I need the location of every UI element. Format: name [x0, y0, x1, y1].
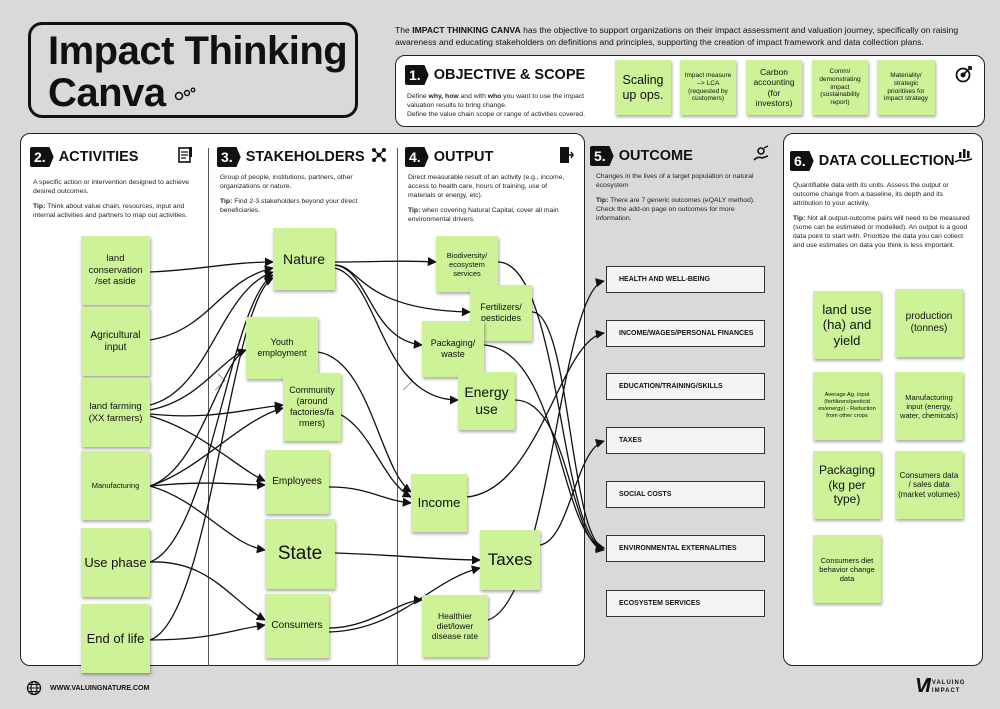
- intro-text: The IMPACT THINKING CANVA has the object…: [395, 25, 959, 47]
- brand-logo: VI VALUING IMPACT: [915, 675, 965, 698]
- stakeholders-header: 3. STAKEHOLDERS: [217, 147, 365, 167]
- data-note: production (tonnes): [895, 289, 963, 357]
- section-label: OBJECTIVE & SCOPE: [433, 67, 586, 83]
- brand-mark: VI: [915, 675, 931, 697]
- data-note: Packaging (kg per type): [813, 451, 881, 519]
- data-note: land use (ha) and yield: [813, 291, 881, 359]
- stakeholder-note: Youth employment: [246, 317, 318, 379]
- activity-note: land conservation /set aside: [81, 236, 150, 305]
- exit-door-icon: [558, 146, 574, 167]
- section-number: 4.: [405, 147, 429, 167]
- section-number: 5.: [590, 146, 614, 166]
- outcome-item: EDUCATION/TRAINING/SKILLS: [606, 373, 765, 400]
- section-number: 3.: [217, 147, 241, 167]
- output-note: Healthier diet/lower disease rate: [422, 595, 488, 657]
- section-label: ACTIVITIES: [58, 149, 139, 165]
- objective-header: 1. OBJECTIVE & SCOPE: [405, 65, 585, 85]
- stakeholder-note: Community (around factories/fa rmers): [283, 373, 341, 441]
- outcome-item: TAXES: [606, 427, 765, 454]
- page-title: Impact Thinking Canva: [48, 29, 348, 115]
- stakeholder-note: Nature: [273, 228, 335, 290]
- title-frame: [28, 22, 358, 118]
- activity-note: land farming (XX farmers): [81, 378, 150, 447]
- data-note: Consumers diet behavior change data: [813, 535, 881, 603]
- outcome-item: INCOME/WAGES/PERSONAL FINANCES: [606, 320, 765, 347]
- outcome-header: 5. OUTCOME: [590, 146, 693, 166]
- objective-description: Define why, how and with who you want to…: [407, 93, 585, 118]
- activities-header: 2. ACTIVITIES: [30, 147, 138, 167]
- output-description: Direct measurable result of an activity …: [408, 174, 565, 223]
- section-label: OUTCOME: [618, 148, 693, 164]
- stakeholders-description: Group of people, institutions, partners,…: [220, 174, 358, 214]
- target-icon: [955, 65, 973, 88]
- brand-line-1: VALUING: [931, 679, 966, 686]
- growth-hand-icon: [752, 145, 772, 168]
- title-line-1: Impact Thinking: [48, 29, 348, 73]
- title-line-2: Canva: [48, 71, 166, 115]
- clipboard-icon: [177, 146, 193, 167]
- objective-note: Impact measure --> LCA (requested by cus…: [680, 60, 736, 115]
- objective-note: Materiality/ strategic prioritises for i…: [877, 60, 935, 115]
- output-header: 4. OUTPUT: [405, 147, 493, 167]
- activity-note: End of life: [81, 604, 150, 673]
- outcome-item: SOCIAL COSTS: [606, 481, 765, 508]
- output-note: Income: [411, 474, 467, 532]
- activity-note: Use phase: [81, 528, 150, 597]
- section-label: STAKEHOLDERS: [245, 149, 365, 165]
- objective-note: Comm/ demonstrating impact (sustainabili…: [812, 60, 868, 115]
- outcome-item: ECOSYSTEM SERVICES: [606, 590, 765, 617]
- brand-line-2: IMPACT: [931, 687, 961, 694]
- activities-description: A specific action or intervention design…: [33, 179, 190, 219]
- stakeholder-note: Consumers: [265, 594, 329, 658]
- outcome-description: Changes in the lives of a target populat…: [596, 173, 755, 222]
- section-number: 2.: [30, 147, 54, 167]
- section-number: 6.: [790, 151, 814, 171]
- section-number: 1.: [405, 65, 429, 85]
- footer-website-link[interactable]: WWW.VALUINGNATURE.COM: [50, 685, 150, 692]
- output-note: Biodiversity/ ecosystem services: [436, 236, 498, 292]
- output-note: Energy use: [458, 372, 515, 430]
- stakeholder-note: State: [265, 519, 335, 589]
- objective-note: Carbon accounting (for investors): [746, 60, 802, 115]
- objective-note: Scaling up ops.: [615, 60, 671, 115]
- chart-hand-icon: [954, 146, 974, 169]
- output-note: Taxes: [480, 530, 540, 590]
- data-collection-description: Quantifiable data with its units. Assess…: [793, 182, 970, 249]
- activity-note: Agricultural input: [81, 307, 150, 376]
- activity-note: Manufacturing: [81, 451, 150, 520]
- section-label: OUTPUT: [433, 149, 494, 165]
- data-note: Average Ag. input (fertilizers/pesticid …: [813, 372, 881, 440]
- output-note: Packaging/ waste: [422, 321, 484, 377]
- stakeholder-note: Employees: [265, 450, 329, 514]
- section-divider: [208, 148, 209, 666]
- outcome-item: ENVIRONMENTAL EXTERNALITIES: [606, 535, 765, 562]
- outcome-item: HEALTH AND WELL-BEING: [606, 266, 765, 293]
- thought-bubbles-icon: [170, 84, 200, 109]
- data-note: Manufacturing input (energy, water, chem…: [895, 372, 963, 440]
- section-divider: [397, 148, 398, 666]
- people-network-icon: [370, 146, 388, 167]
- section-label: DATA COLLECTION: [818, 153, 955, 169]
- data-note: Consumers data / sales data (market volu…: [895, 451, 963, 519]
- data-collection-header: 6. DATA COLLECTION: [790, 151, 955, 171]
- globe-icon: [26, 680, 42, 701]
